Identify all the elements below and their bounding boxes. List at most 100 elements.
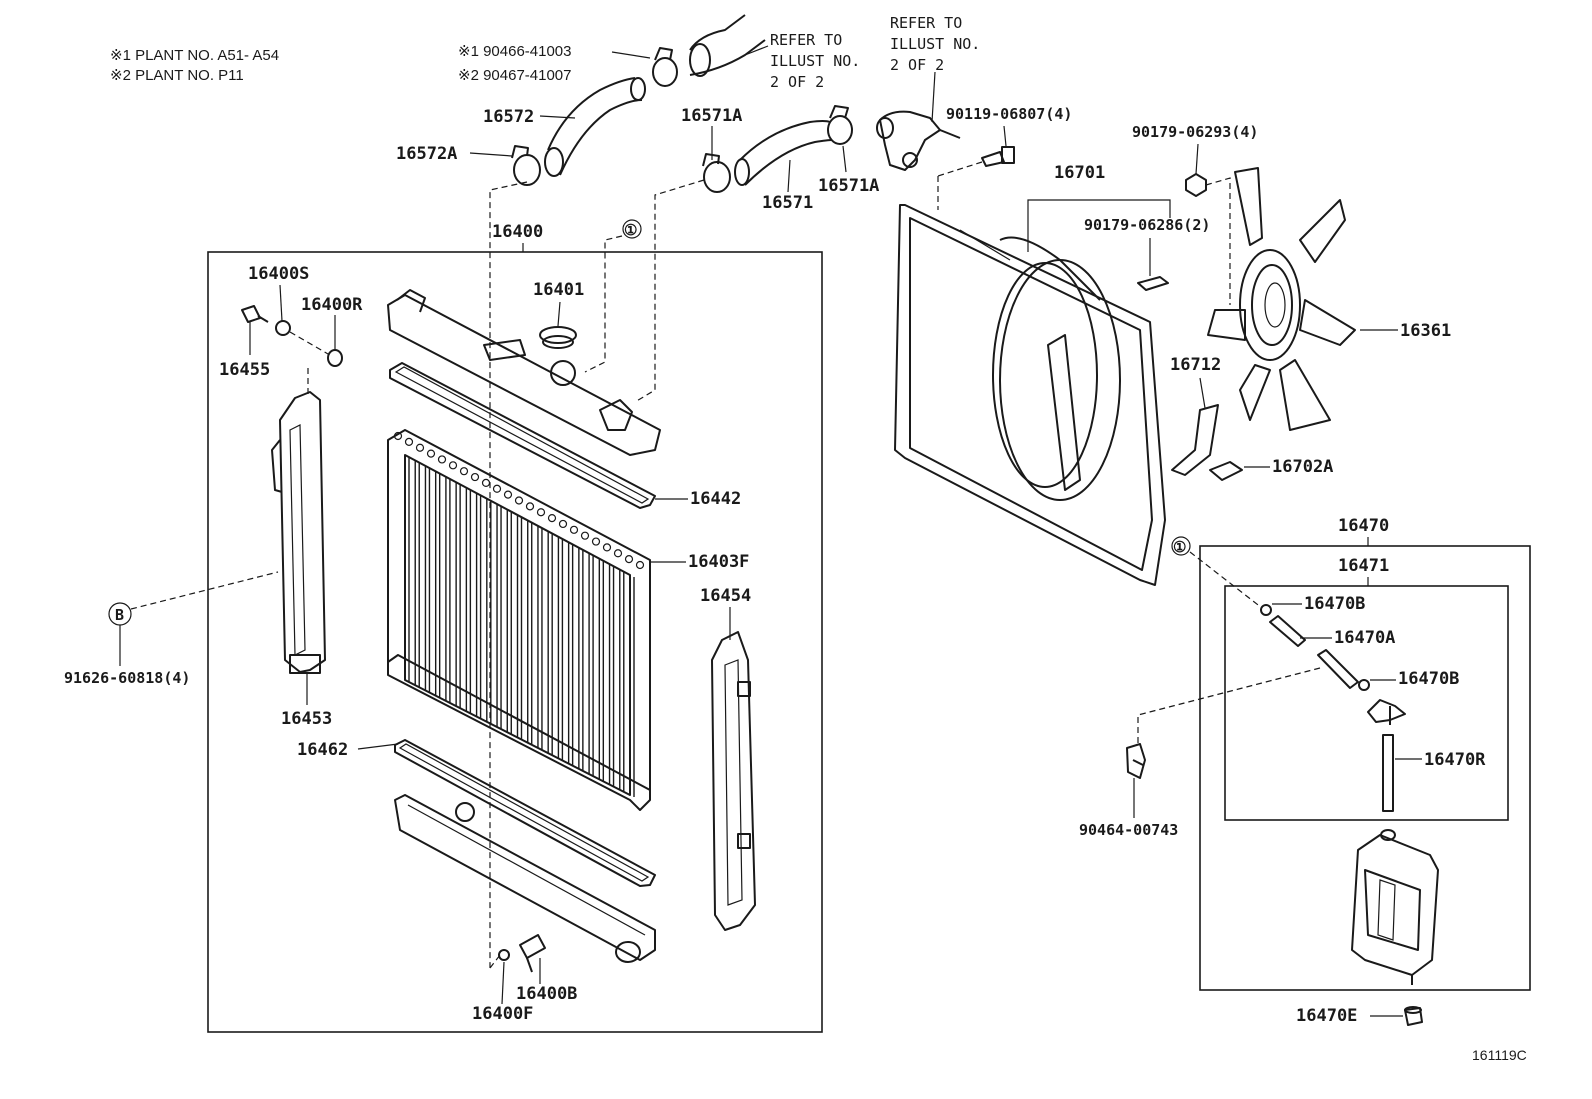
label-16470B-lower: 16470B [1398,669,1459,689]
label-16471: 16471 [1338,556,1389,576]
reservoir-hose-sub-box [1224,585,1509,821]
core-tab [470,472,480,482]
label-91626: 91626-60818(4) [64,669,190,687]
plant-note-2: ※2 PLANT NO. P11 [110,67,244,84]
core-tab [536,508,546,517]
core-tab [635,560,645,570]
hose-clamp-16571A-left [702,153,731,193]
core-tab [547,513,557,523]
label-16572A: 16572A [396,144,457,164]
radiator-lower-tank [394,794,656,963]
core-tab [525,502,535,511]
grommet-16702A [1209,461,1243,481]
label-16455: 16455 [219,360,270,380]
drain-cap-16470E [1404,1006,1423,1026]
svg-text:REFER TO: REFER TO [890,14,962,32]
core-tab [459,467,469,476]
label-16400F: 16400F [472,1004,533,1024]
label-90119: 90119-06807(4) [946,105,1072,123]
core-tab [558,519,568,529]
drain-cock-16400B [519,934,546,973]
svg-text:ILLUST NO.: ILLUST NO. [890,35,980,53]
label-16470A: 16470A [1334,628,1395,648]
label-16712: 16712 [1170,355,1221,375]
label-16400R: 16400R [301,295,363,315]
drawing-number: 161119C [1472,1047,1527,1063]
label-90464: 90464-00743 [1079,821,1178,839]
cooling-fan-16361 [1207,167,1356,431]
plant-note-1: ※1 PLANT NO. A51- A54 [110,47,279,64]
plug-16400S [275,320,291,336]
refer-note-left: REFER TO ILLUST NO. 2 OF 2 [770,31,860,91]
reservoir-cap [1367,699,1406,725]
label-16470E: 16470E [1296,1006,1357,1026]
clamp-90464-00743 [1126,743,1146,779]
circle-marker-1-top [622,219,642,239]
core-tab [602,543,612,552]
core-tab [624,555,634,564]
bolt-90119 [981,146,1015,167]
refer-note-right: REFER TO ILLUST NO. 2 OF 2 [890,14,980,74]
shroud-seal-16712 [1171,404,1219,476]
label-16401: 16401 [533,280,584,300]
svg-text:2 OF 2: 2 OF 2 [770,73,824,91]
radiator-cap-16401 [539,326,577,349]
water-outlet [876,71,961,171]
core-tab [492,484,502,493]
hose-clamp-top [652,47,678,87]
fan-shroud-16701 [894,204,1166,586]
label-16400B: 16400B [516,984,577,1004]
upper-hose-engine-side [689,14,769,77]
label-16454: 16454 [700,586,751,606]
gasket-16462 [394,739,656,887]
label-16470: 16470 [1338,516,1389,536]
leader-clamp-ref [611,51,651,59]
reservoir-tank [1351,829,1439,985]
radiator-support-right-16454 [711,631,756,931]
core-tab [437,455,447,464]
core-tab [514,496,524,505]
label-16442: 16442 [690,489,741,509]
label-16453: 16453 [281,709,332,729]
core-tab [448,461,458,470]
radiator-fins [393,431,645,797]
svg-text:REFER TO: REFER TO [770,31,842,49]
svg-text:ILLUST NO.: ILLUST NO. [770,52,860,70]
label-90179-06286: 90179-06286(2) [1084,216,1210,234]
reservoir-assembly-box [1199,545,1531,991]
label-16571: 16571 [762,193,813,213]
circle-marker-1-right [1171,536,1191,556]
svg-text:①: ① [1173,538,1186,556]
radiator-support-left-16453 [271,391,326,674]
hose-segment [1317,649,1359,689]
svg-text:①: ① [624,221,637,239]
radiator-hose-16571 [734,120,833,186]
label-16400: 16400 [492,222,543,242]
core-tab [393,431,403,441]
label-16571A-bottom: 16571A [818,176,879,196]
core-tab [404,437,414,446]
core-tab [580,531,590,540]
label-16702A: 16702A [1272,457,1333,477]
svg-text:2 OF 2: 2 OF 2 [890,56,944,74]
label-90179-06293: 90179-06293(4) [1132,123,1258,141]
label-16701: 16701 [1054,163,1105,183]
radiator-assembly-box [207,251,823,1033]
hose-clamp-16572A [511,145,541,186]
label-16571A-top: 16571A [681,106,742,126]
core-tab [613,549,623,558]
label-16572: 16572 [483,107,534,127]
radiator-upper-tank [387,289,661,456]
clip-90179-06286 [1137,276,1169,291]
gasket-16442 [389,362,656,509]
label-16470R: 16470R [1424,750,1486,770]
clamp-ref-2: ※2 90467-41007 [458,67,572,84]
clip-16470B-upper [1260,604,1272,616]
svg-text:B: B [115,606,124,624]
label-16361: 16361 [1400,321,1451,341]
hose-16470A [1269,615,1306,647]
grommet-16400R [327,349,343,367]
core-tab [415,443,425,452]
clamp-ref-1: ※1 90466-41003 [458,43,572,60]
